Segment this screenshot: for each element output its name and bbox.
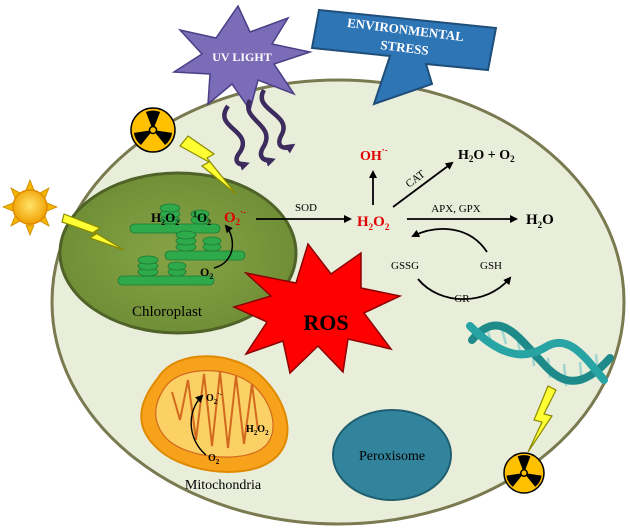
ros-label: ROS — [303, 310, 348, 335]
o2-to-superoxide-mito-arrow — [190, 394, 207, 456]
mitochondria-label: Mitochondria — [185, 478, 262, 493]
superoxide-mitochondria: O2·- — [206, 390, 223, 406]
gr-label: GR — [454, 293, 470, 305]
superoxide-chloroplast: O2·- — [224, 207, 246, 227]
cat-arrow — [392, 161, 454, 208]
h2o-product: H2O — [526, 212, 554, 230]
mitochondria: Mitochondria — [140, 355, 289, 493]
sun-icon — [1, 178, 59, 237]
h2o-o2-product: H2O + O2 — [458, 148, 515, 164]
lightning-icon-dna — [527, 385, 557, 453]
peroxisome-label: Peroxisome — [359, 449, 425, 464]
o2-mitochondria: O2 — [208, 453, 220, 466]
gsh-label: GSH — [480, 260, 502, 272]
chloroplast-label: Chloroplast — [132, 304, 203, 320]
lightning-icon-top — [179, 135, 237, 195]
h2o2-center: H2O2 — [357, 214, 390, 232]
o2-to-superoxide-arrow — [213, 224, 234, 269]
uv-light-label: UV LIGHT — [212, 50, 271, 64]
radiation-icon-bottom — [503, 452, 545, 494]
lightning-icon-sun — [61, 213, 125, 251]
radiation-icon — [130, 107, 176, 153]
dna-icon — [466, 321, 614, 387]
thylakoid-stacks — [117, 203, 246, 286]
oh-radical: OH·- — [360, 145, 388, 164]
gsh-to-h2o2-arrow — [411, 228, 488, 253]
h2o2-mitochondria: H2O2 — [246, 424, 269, 437]
cristae — [171, 371, 259, 449]
gr-arrow — [417, 276, 512, 300]
singlet-oxygen: 1O2 — [193, 210, 211, 227]
o2-chloroplast: O2 — [200, 265, 213, 281]
apx-gpx-label: APX, GPX — [431, 203, 481, 215]
gssg-label: GSSG — [391, 260, 419, 272]
h2o2-chloroplast: H2O2 — [151, 210, 179, 227]
chloroplast: Chloroplast — [58, 171, 298, 335]
peroxisome: Peroxisome — [332, 409, 452, 501]
ros-burst: ROS — [231, 242, 403, 375]
uv-rays — [222, 88, 296, 171]
sod-label: SOD — [295, 202, 317, 214]
env-stress-line2: STRESS — [380, 37, 430, 58]
